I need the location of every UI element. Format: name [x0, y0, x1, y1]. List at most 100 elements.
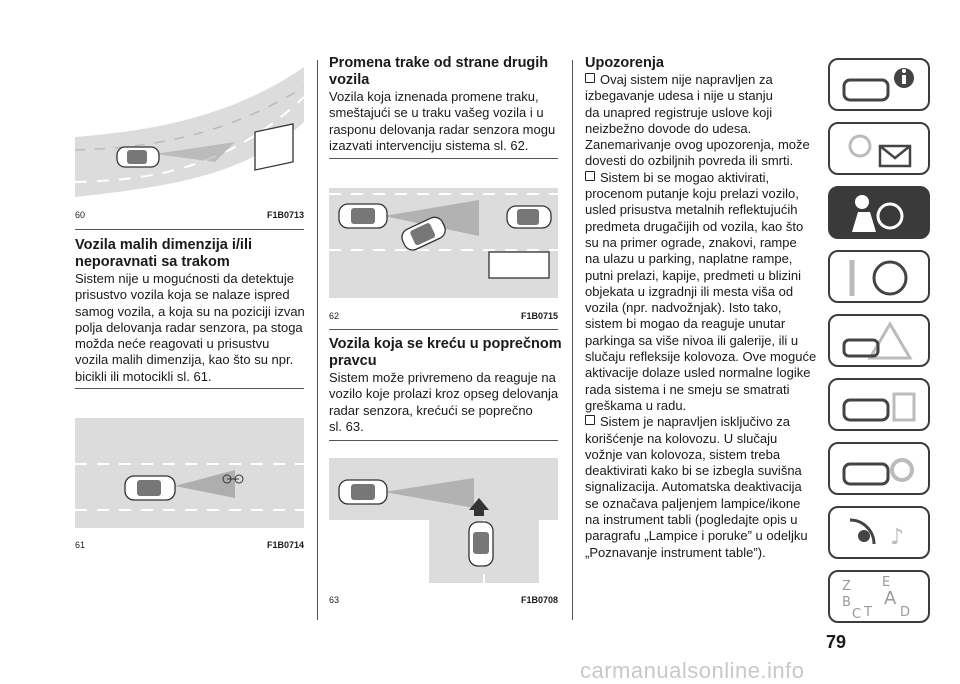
chapter-tab[interactable] — [828, 442, 930, 495]
figure-code: F1B0708 — [520, 595, 558, 605]
line-text: dovesti do ozbiljnih povreda ili smrti. — [585, 153, 794, 169]
body-line: procenom putanje koju prelazi vozilo, — [585, 186, 825, 202]
column-divider — [572, 60, 573, 620]
maintenance-icon — [830, 380, 928, 429]
line-text: greškama u radu. — [585, 397, 687, 413]
body-line: prisustvo vozila koja se nalaze ispred — [75, 287, 290, 303]
line-text: procenom putanje koju prelazi vozilo, — [585, 186, 799, 202]
svg-text:B: B — [842, 595, 851, 610]
figure-number: 61 — [75, 540, 86, 550]
body-line: izazvati intervenciju sistema sl. 62. — [329, 137, 529, 153]
body-line: su na primer ograde, znakovi, rampe — [585, 235, 825, 251]
body-line: možda neće reagovati u prisustvu — [75, 336, 270, 352]
chapter-tab[interactable]: ♪ — [828, 506, 930, 559]
section-crossing-vehicles: Vozila koja se kreću u poprečnom pravcu … — [329, 336, 564, 435]
line-text: na instrument tabli (pogledajte opis u — [585, 512, 798, 528]
figure-60 — [75, 62, 304, 202]
body-line: vozila (npr. nadvožnjak). Isto tako, — [585, 300, 825, 316]
warning-bullet-line: Sistem je napravljen isključivo za — [585, 414, 825, 430]
body-line: vožnje van kolovoza, sistem treba — [585, 447, 825, 463]
section-rule — [329, 440, 558, 441]
body-line: Vozila koja iznenada promene traku, — [329, 89, 539, 104]
body-line: rasponu delovanja radar senzora mogu — [329, 121, 556, 137]
body-line: smeštajući se u traku vašeg vozila i u — [329, 105, 544, 121]
heading-line: neporavnati sa trakom — [75, 254, 230, 270]
line-text: Sistem je napravljen isključivo za — [600, 414, 791, 430]
body-line: parkinga sa više nivoa ili galerije, ili… — [585, 333, 825, 349]
body-line: polja delovanja radar senzora, pa stoga — [75, 319, 303, 335]
body-line: Zanemarivanje ovog upozorenja, može — [585, 137, 825, 153]
body-line: aktivacije dolaze usled normalne logike — [585, 365, 825, 381]
line-text: vozila (npr. nadvožnjak). Isto tako, — [585, 300, 782, 316]
body-line: korišćenje na kolovozu. U slučaju — [585, 431, 825, 447]
figure-code: F1B0713 — [266, 210, 304, 220]
figure-61-caption: 61 F1B0714 — [75, 540, 304, 552]
section-small-vehicles: Vozila malih dimenzija i/ili neporavnati… — [75, 237, 307, 385]
chapter-tab[interactable] — [828, 122, 930, 175]
chapter-tab[interactable] — [828, 378, 930, 431]
multimedia-icon: ♪ — [830, 508, 928, 557]
column-divider — [317, 60, 318, 620]
body-line: putni prelazi, kapije, predmeti u blizin… — [585, 268, 825, 284]
chapter-tab[interactable] — [828, 58, 930, 111]
line-text: paragrafu „Lampice i poruke” u odeljku — [585, 528, 808, 544]
line-text: se označava paljenjem lampice/ikone — [585, 495, 801, 511]
warning-bullet-line: Sistem bi se mogao aktivirati, — [585, 170, 825, 186]
heading-line: vozila — [329, 72, 370, 88]
body-line: rada sistema i ne smeju se smatrati — [585, 382, 825, 398]
body-line: Sistem može privremeno da reaguje na — [329, 370, 556, 385]
body-line: objekata u izgradnji ili mesta viša od — [585, 284, 825, 300]
body-line: signalizacija. Automatska deaktivacija — [585, 479, 825, 495]
line-text: aktivacije dolaze usled normalne logike — [585, 365, 811, 381]
section-lane-change: Promena trake od strane drugih vozila Vo… — [329, 55, 561, 154]
body-line: predmeta drugačijih od vozila, kao što — [585, 219, 825, 235]
section-body: Sistem nije u mogućnosti da detektuje pr… — [75, 271, 307, 385]
section-heading: Upozorenja — [585, 55, 664, 71]
warning-bullet-icon — [585, 73, 595, 83]
figure-60-caption: 60 F1B0713 — [75, 210, 304, 222]
svg-text:A: A — [884, 588, 897, 609]
body-line: usled prisustva metalnih reflektujućih — [585, 202, 825, 218]
figure-63-caption: 63 F1B0708 — [329, 595, 558, 607]
line-text: rada sistema i ne smeju se smatrati — [585, 381, 790, 397]
line-text: sistem bi mogao da reaguje unutar — [585, 316, 786, 332]
svg-text:Z: Z — [842, 579, 851, 594]
svg-text:D: D — [900, 605, 910, 620]
section-rule — [329, 158, 558, 159]
body-line: dovesti do ozbiljnih povreda ili smrti. — [585, 153, 825, 169]
figure-code: F1B0715 — [520, 311, 558, 321]
figure-rule — [329, 329, 558, 330]
line-text: parkinga sa više nivoa ili galerije, ili… — [585, 332, 799, 348]
section-heading: Vozila koja se kreću u poprečnom pravcu — [329, 336, 564, 370]
line-text: slučaju refleksije kolovoza. Ove moguće — [585, 349, 817, 365]
heading-line: Promena trake od strane drugih — [329, 55, 549, 71]
body-line: „Poznavanje instrument table”). — [585, 545, 825, 561]
figure-number: 63 — [329, 595, 340, 605]
body-line: Sistem nije u mogućnosti da detektuje — [75, 271, 294, 286]
line-text: da unapred registruje uslove koji — [585, 104, 773, 120]
line-text: Sistem bi se mogao aktivirati, — [600, 169, 770, 185]
figure-62 — [329, 188, 558, 298]
svg-text:♪: ♪ — [890, 525, 904, 550]
line-text: neizbežno dovode do udesa. — [585, 120, 752, 136]
section-heading: Vozila malih dimenzija i/ili neporavnati… — [75, 237, 307, 271]
section-body: Vozila koja iznenada promene traku, smeš… — [329, 89, 561, 154]
line-text: korišćenje na kolovozu. U slučaju — [585, 430, 778, 446]
body-line: deaktivirati kako bi se izbegla suvišna — [585, 463, 825, 479]
chapter-tab[interactable] — [828, 250, 930, 303]
heading-line: Vozila malih dimenzija i/ili — [75, 237, 252, 253]
line-text: objekata u izgradnji ili mesta viša od — [585, 283, 794, 299]
warning-lights-icon — [830, 124, 928, 173]
chapter-tab[interactable] — [828, 186, 930, 239]
figure-number: 62 — [329, 311, 340, 321]
figure-63 — [329, 458, 558, 583]
figure-rule — [75, 229, 304, 230]
svg-text:E: E — [882, 575, 890, 590]
line-text: putni prelazi, kapije, predmeti u blizin… — [585, 267, 802, 283]
starting-driving-icon — [830, 252, 928, 301]
page-number: 79 — [826, 632, 847, 652]
chapter-tab[interactable] — [828, 314, 930, 367]
